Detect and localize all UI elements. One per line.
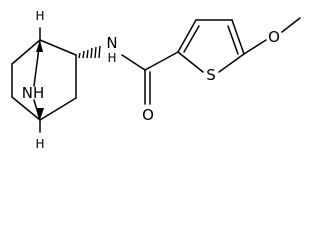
atom-label-h-top: H [35, 9, 44, 23]
bond-c5t-s [218, 53, 245, 73]
bond-c1-c2 [39, 39, 77, 56]
atom-label-thiophene-s: S [206, 66, 216, 84]
wedge-bond-c1 [36, 40, 43, 52]
atom-label-amide-h: H [107, 51, 116, 65]
bond-c5t-o [243, 39, 267, 55]
atom-label-nh-bridge: NH [22, 84, 45, 102]
amide-group [121, 51, 179, 105]
bicyclic-ring [11, 27, 77, 133]
bond-o-ch3 [281, 17, 301, 33]
bond-n-carbonyl [121, 54, 146, 71]
bond-s-c2t [177, 51, 204, 73]
bond-carbonyl-thiophene [144, 51, 179, 71]
bond-c1-c6 [11, 39, 41, 65]
bond-c3-c4 [39, 97, 77, 121]
atom-label-carbonyl-o: O [142, 106, 154, 124]
bond-c5-c4 [11, 96, 41, 121]
wedge-bond-c4 [36, 108, 44, 120]
bond-c2t-c3t [177, 19, 197, 53]
bond-c4t-c5t-inner [227, 25, 239, 55]
hashed-bond-c2-n [78, 45, 101, 59]
bond-c2t-c3t-inner [183, 25, 200, 53]
atom-label-h-bottom: H [35, 137, 44, 151]
chemical-structure: H H NH N H O S O [11, 9, 301, 151]
methoxy-group [243, 17, 301, 55]
atom-label-methoxy-o: O [268, 28, 280, 46]
atom-label-amide-n: N [106, 34, 117, 52]
bond-c4t-c5t [231, 19, 245, 55]
thiophene-ring [177, 19, 245, 73]
